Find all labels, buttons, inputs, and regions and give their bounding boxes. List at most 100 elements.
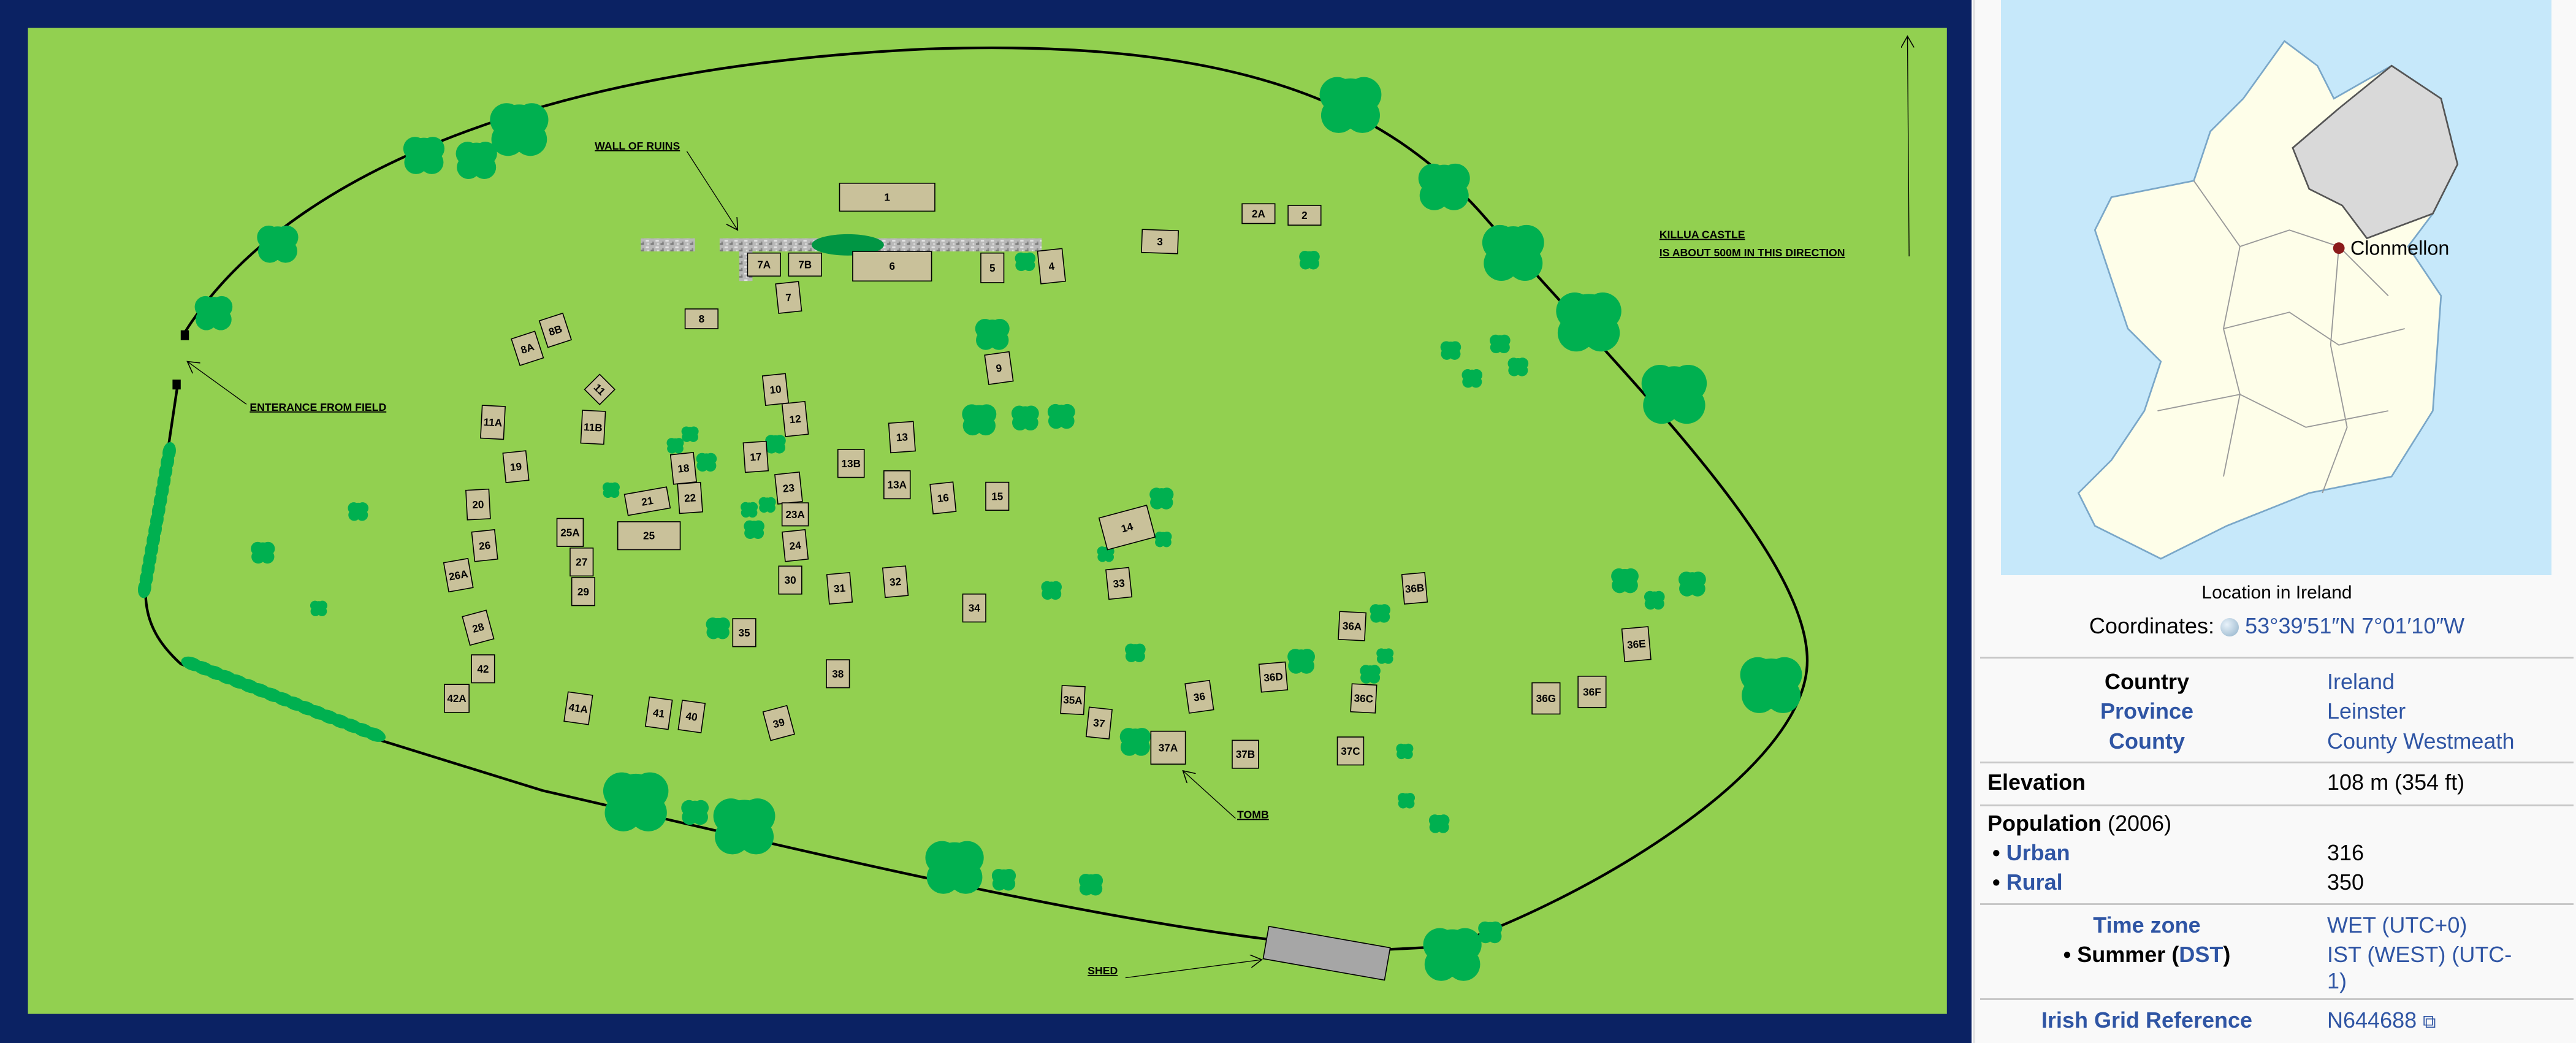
grave-plot: 40 bbox=[677, 700, 706, 733]
grave-plot: 36A bbox=[1338, 611, 1367, 641]
timezone-link[interactable]: Time zone bbox=[2093, 912, 2201, 938]
grave-plot: 7B bbox=[788, 252, 822, 277]
summer-value-line1[interactable]: IST (WEST) (UTC- bbox=[2327, 942, 2512, 967]
timezone-value-link[interactable]: WET (UTC+0) bbox=[2327, 912, 2467, 938]
tree-icon bbox=[1125, 643, 1146, 662]
grave-plot: 12 bbox=[781, 400, 809, 437]
province-value-link[interactable]: Leinster bbox=[2327, 698, 2406, 724]
county-value-link[interactable]: County Westmeath bbox=[2327, 728, 2515, 754]
grave-number: 34 bbox=[969, 602, 981, 614]
globe-icon[interactable] bbox=[2220, 618, 2239, 637]
tree-icon bbox=[1149, 487, 1174, 510]
tree-icon bbox=[758, 497, 776, 513]
grave-number: 22 bbox=[684, 491, 696, 504]
entrance-post-icon bbox=[172, 380, 181, 390]
grave-plot: 7 bbox=[775, 281, 802, 314]
grave-number: 23 bbox=[782, 481, 795, 495]
county-borders bbox=[2157, 180, 2405, 494]
grave-outline bbox=[888, 421, 916, 454]
grave-outline bbox=[761, 373, 790, 406]
wall-of-ruins-label: WALL OF RUINS bbox=[595, 140, 680, 152]
grave-number: 17 bbox=[750, 450, 762, 463]
tree-icon bbox=[681, 800, 709, 825]
grave-plot: 36C bbox=[1350, 683, 1378, 714]
tree-icon bbox=[1396, 743, 1414, 760]
grave-outline bbox=[1338, 611, 1367, 641]
grave-number: 18 bbox=[677, 462, 690, 475]
entrance-label: ENTERANCE FROM FIELD bbox=[250, 401, 386, 413]
grave-outline bbox=[1150, 730, 1186, 765]
shed-arrow bbox=[1125, 960, 1262, 979]
grave-number: 39 bbox=[772, 716, 787, 730]
county-link[interactable]: County bbox=[2109, 728, 2185, 754]
elevation-label: Elevation bbox=[1987, 770, 2086, 795]
grave-outline bbox=[471, 529, 498, 562]
castle-label-line1: KILLUA CASTLE bbox=[1660, 229, 1745, 241]
grave-number: 36F bbox=[1583, 686, 1601, 698]
tree-icon bbox=[991, 869, 1016, 891]
trees bbox=[194, 77, 1802, 981]
grave-number: 36B bbox=[1404, 581, 1425, 595]
grave-plot: 23A bbox=[781, 502, 809, 527]
country-link[interactable]: Ireland bbox=[2327, 669, 2395, 694]
grave-number: 36D bbox=[1263, 670, 1283, 684]
grave-number: 1 bbox=[884, 191, 890, 204]
grid-reference-link[interactable]: Irish Grid Reference bbox=[2041, 1007, 2253, 1033]
grave-number: 32 bbox=[889, 575, 902, 589]
grave-outline bbox=[1141, 229, 1179, 254]
grave-outline bbox=[584, 373, 615, 405]
castle-label-line2: IS ABOUT 500M IN THIS DIRECTION bbox=[1660, 246, 1845, 259]
grave-number: 35A bbox=[1063, 693, 1083, 707]
tree-icon bbox=[1740, 657, 1802, 713]
grave-plot: 27 bbox=[570, 547, 594, 577]
graveyard-boundary-wall bbox=[144, 46, 1809, 952]
grave-plot: 29 bbox=[571, 577, 595, 606]
province-link[interactable]: Province bbox=[2100, 698, 2194, 724]
tree-icon bbox=[1154, 532, 1172, 548]
clonmellon-map-label: Clonmellon bbox=[2350, 237, 2449, 259]
grave-outline bbox=[980, 252, 1005, 283]
grave-plot: 20 bbox=[465, 488, 491, 521]
coordinates-link[interactable]: 53°39′51″N 7°01′10″W bbox=[2245, 613, 2465, 638]
grave-number: 40 bbox=[685, 709, 698, 723]
grave-plot: 11A bbox=[480, 405, 506, 440]
grave-plot: 35 bbox=[732, 618, 756, 648]
grave-outline bbox=[1287, 205, 1322, 226]
external-link-icon[interactable]: ⧉ bbox=[2423, 1012, 2436, 1032]
grave-plot: 25 bbox=[617, 521, 681, 551]
grave-outline bbox=[444, 684, 470, 713]
grave-number: 37A bbox=[1159, 741, 1178, 754]
grave-outline bbox=[742, 440, 769, 473]
grid-reference-value[interactable]: N644688 ⧉ bbox=[2327, 1007, 2436, 1036]
grave-number: 25A bbox=[560, 526, 579, 538]
grave-number: 6 bbox=[889, 260, 895, 272]
grave-plot: 35A bbox=[1060, 685, 1086, 716]
tree-icon bbox=[696, 453, 717, 472]
tomb-arrow bbox=[1183, 771, 1236, 819]
rural-link[interactable]: Rural bbox=[2006, 869, 2063, 895]
elevation-value: 108 m (354 ft) bbox=[2327, 770, 2465, 795]
entrance-arrow bbox=[188, 362, 247, 405]
grave-number: 41 bbox=[652, 706, 666, 720]
tree-icon bbox=[1428, 814, 1450, 833]
ireland-locator-map[interactable]: Clonmellon bbox=[2001, 0, 2551, 575]
grave-outline bbox=[563, 691, 593, 725]
tree-icon bbox=[1011, 405, 1039, 431]
summer-value-line2[interactable]: 1) bbox=[2327, 968, 2347, 993]
tree-icon bbox=[765, 435, 786, 454]
grave-outline bbox=[571, 577, 595, 606]
grid-reference-value-text[interactable]: N644688 bbox=[2327, 1007, 2417, 1033]
grave-plot: 11 bbox=[584, 373, 615, 405]
grave-number: 2A bbox=[1252, 207, 1265, 220]
urban-link[interactable]: Urban bbox=[2006, 840, 2070, 865]
tree-icon bbox=[603, 772, 669, 831]
urban-value: 316 bbox=[2327, 840, 2365, 865]
rural-value: 350 bbox=[2327, 869, 2365, 895]
map-caption: Location in Ireland bbox=[2201, 583, 2352, 603]
grave-plot: 11B bbox=[580, 410, 606, 445]
dst-link[interactable]: DST bbox=[2179, 942, 2224, 967]
grave-outline bbox=[623, 486, 671, 516]
grave-number: 3 bbox=[1157, 235, 1163, 248]
grave-outline bbox=[677, 481, 703, 514]
tree-icon bbox=[1047, 403, 1075, 429]
